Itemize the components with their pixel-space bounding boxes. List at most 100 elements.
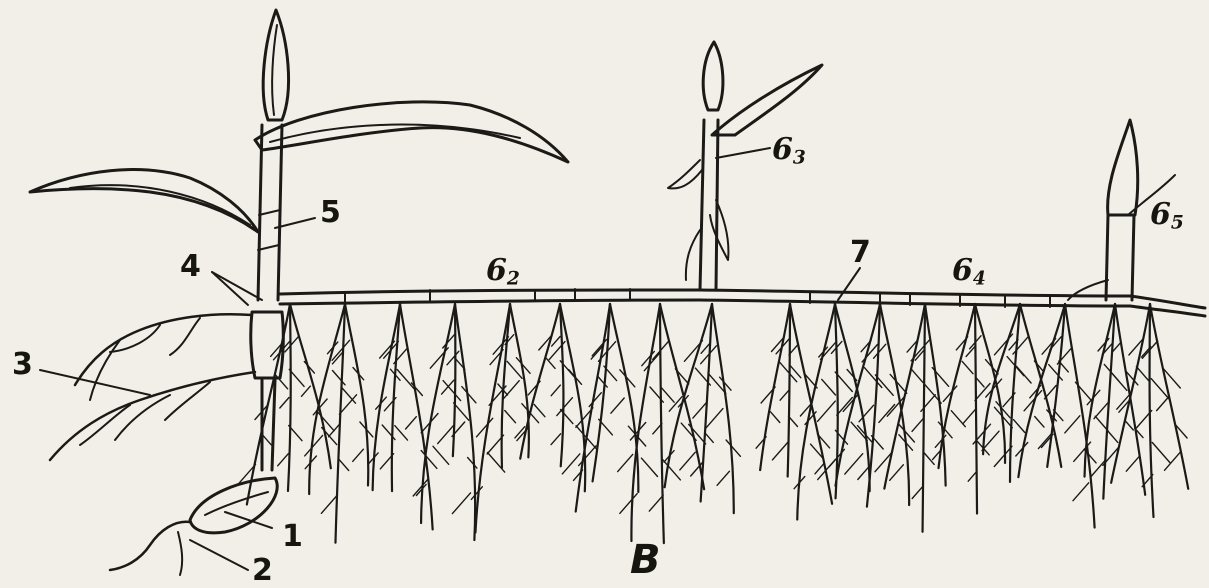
root-strand bbox=[864, 368, 881, 388]
root-strand bbox=[592, 340, 606, 356]
root-strand bbox=[1017, 366, 1032, 383]
root-strand bbox=[661, 388, 674, 403]
root-strand bbox=[380, 341, 395, 358]
root-strand bbox=[706, 409, 723, 429]
root-strand bbox=[454, 403, 469, 420]
root-strand bbox=[911, 340, 929, 361]
root-strand bbox=[875, 375, 893, 395]
root-strand bbox=[681, 423, 696, 440]
label-6-5-main: 6 bbox=[1150, 197, 1171, 232]
root-strand bbox=[1136, 367, 1149, 382]
root-strand bbox=[477, 418, 493, 437]
root-strand bbox=[447, 351, 459, 365]
root-strand bbox=[534, 405, 545, 417]
root-strand bbox=[772, 442, 788, 460]
root-strand bbox=[845, 454, 863, 474]
root-strand bbox=[507, 361, 522, 378]
root-strand bbox=[932, 368, 948, 387]
leader-lines bbox=[40, 148, 860, 570]
root-strand bbox=[395, 426, 408, 441]
root-strand bbox=[642, 351, 655, 365]
root-strand bbox=[317, 411, 335, 431]
root-strand bbox=[552, 337, 560, 347]
root-strand bbox=[1013, 337, 1028, 355]
root-strand bbox=[505, 411, 516, 423]
label-6-5: 65 bbox=[1150, 200, 1184, 233]
root-strand bbox=[321, 495, 337, 513]
root-strand bbox=[1090, 460, 1106, 478]
root-strand bbox=[649, 495, 663, 511]
root-strand bbox=[680, 452, 696, 470]
root-strand bbox=[551, 385, 560, 396]
root-strand bbox=[588, 439, 597, 450]
root-strand bbox=[911, 369, 923, 383]
label-6-4-sub: 4 bbox=[973, 269, 986, 290]
root-strand bbox=[1152, 443, 1170, 463]
root-strand bbox=[468, 458, 477, 469]
root-strand bbox=[963, 409, 976, 424]
root-strand bbox=[1157, 396, 1170, 410]
root-strand bbox=[278, 454, 289, 466]
root-strand bbox=[641, 458, 657, 476]
label-6-3-sub: 3 bbox=[793, 148, 806, 169]
root-strand bbox=[546, 358, 555, 368]
root-strand bbox=[1065, 416, 1080, 433]
root-strand bbox=[411, 383, 422, 396]
root-strand bbox=[923, 452, 934, 464]
root-strand bbox=[644, 352, 661, 371]
root-strand bbox=[693, 403, 706, 418]
label-6-2: 62 bbox=[486, 256, 520, 289]
root-strand bbox=[912, 486, 923, 498]
root-strand bbox=[413, 479, 428, 496]
label-1: 1 bbox=[282, 522, 303, 552]
root-strand bbox=[503, 381, 520, 400]
root-strand bbox=[433, 446, 449, 464]
root-strand bbox=[962, 361, 973, 373]
label-5: 5 bbox=[320, 198, 341, 228]
root-strand bbox=[815, 464, 824, 474]
root-strand bbox=[302, 386, 311, 396]
root-strand bbox=[780, 362, 797, 382]
root-strand bbox=[579, 446, 596, 466]
root-strand bbox=[818, 401, 836, 421]
root-strand bbox=[443, 381, 461, 401]
root-strand bbox=[890, 465, 904, 481]
root-strand bbox=[879, 405, 895, 423]
figure-caption: B bbox=[630, 540, 661, 580]
label-6-2-sub: 2 bbox=[507, 269, 520, 290]
root-strand bbox=[339, 459, 349, 470]
root-strand bbox=[280, 398, 289, 409]
label-6-3: 63 bbox=[772, 135, 806, 168]
root-strand bbox=[438, 426, 454, 444]
root-strand bbox=[684, 341, 702, 362]
root-strand bbox=[430, 348, 448, 368]
root-strand bbox=[1014, 420, 1025, 433]
root-strand bbox=[557, 398, 573, 416]
root-strand bbox=[342, 388, 356, 404]
root-strand bbox=[843, 395, 858, 412]
root-strand bbox=[1057, 349, 1071, 364]
root-strand bbox=[1107, 431, 1117, 443]
root-strand bbox=[618, 454, 633, 471]
root-strand bbox=[780, 390, 789, 400]
root-strand bbox=[611, 398, 624, 413]
root-strand bbox=[912, 418, 924, 432]
root-strand bbox=[717, 471, 729, 485]
label-6-4: 64 bbox=[952, 256, 986, 289]
root-strand bbox=[353, 449, 364, 461]
root-strand bbox=[968, 472, 976, 482]
root-strand bbox=[452, 493, 470, 514]
label-2: 2 bbox=[252, 556, 273, 586]
root-strand bbox=[471, 487, 482, 500]
label-7: 7 bbox=[850, 238, 871, 268]
label-3: 3 bbox=[12, 350, 33, 380]
root-strand bbox=[1045, 386, 1057, 399]
label-6-2-main: 6 bbox=[486, 253, 507, 288]
root-strand bbox=[701, 344, 710, 354]
root-strand bbox=[562, 454, 580, 474]
root-strand bbox=[551, 434, 561, 445]
root-strand bbox=[726, 440, 740, 456]
label-4: 4 bbox=[180, 252, 201, 282]
